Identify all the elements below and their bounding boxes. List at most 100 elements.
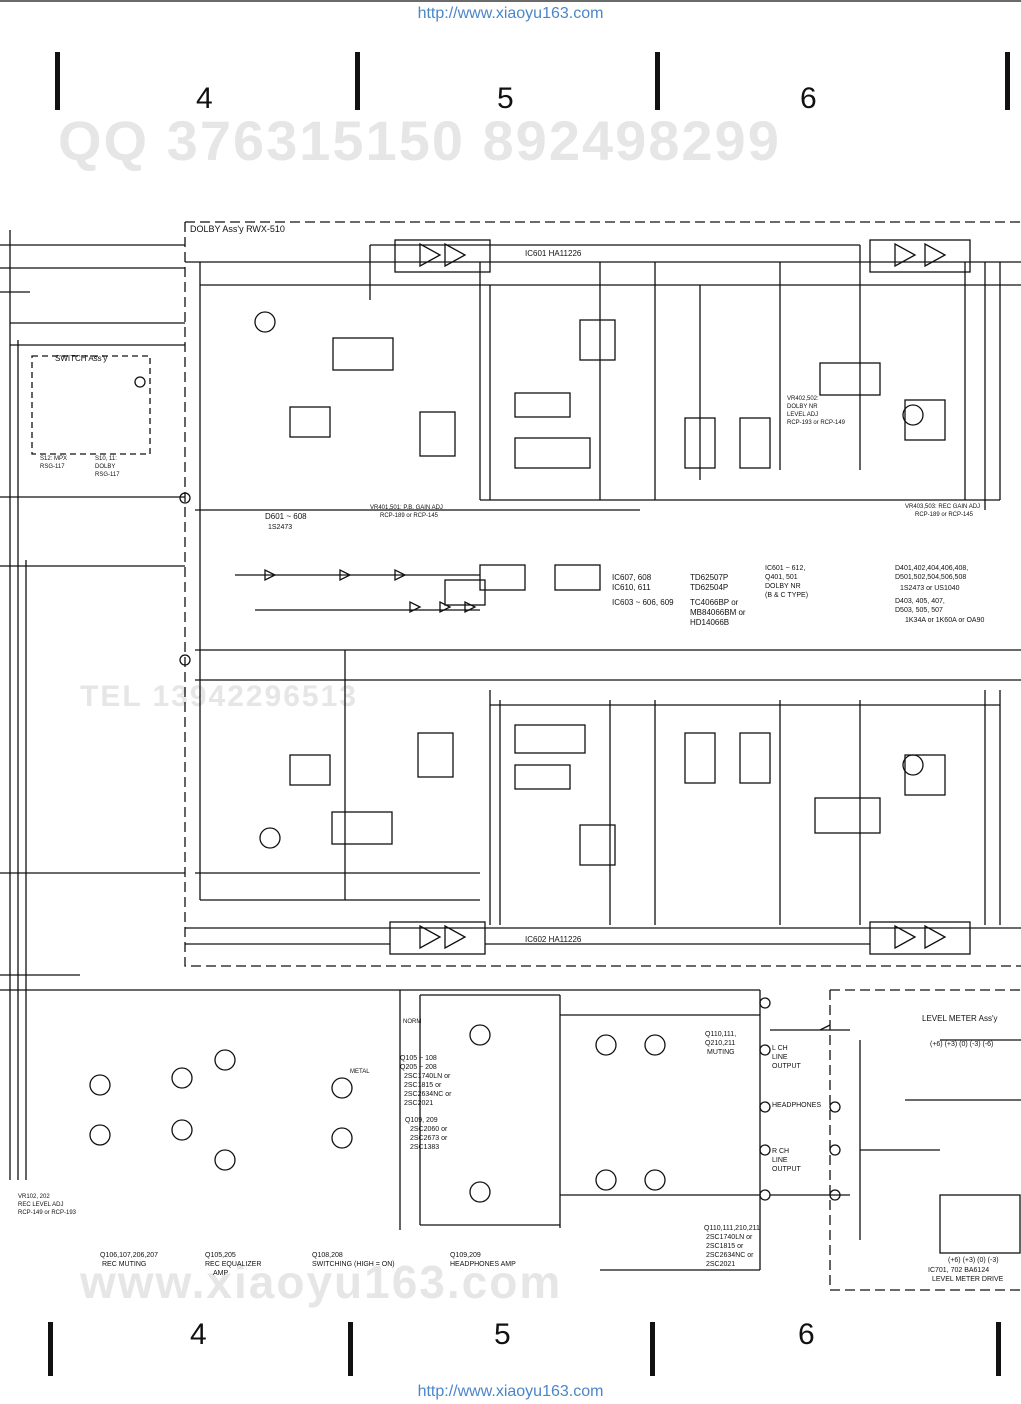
muting-label: MUTING bbox=[707, 1049, 735, 1056]
s10-label: S10, 11: bbox=[95, 456, 117, 462]
lch-output: OUTPUT bbox=[772, 1063, 802, 1070]
ic-table-r1-right: TD62507P bbox=[690, 573, 728, 582]
lch-line: LINE bbox=[772, 1054, 788, 1061]
watermark-site: www.xiaoyu163.com bbox=[80, 1256, 563, 1308]
cap-switching: Q108,208 bbox=[312, 1252, 343, 1259]
vr102-l2: REC LEVEL ADJ bbox=[18, 1202, 63, 1208]
grid-tick bbox=[996, 1322, 1001, 1376]
column-number: 5 bbox=[497, 82, 514, 115]
ic-dolby-l2: Q401, 501 bbox=[765, 574, 798, 581]
watermark-tel: TEL 13942296513 bbox=[80, 680, 358, 713]
level-meter-scale-bot: (+6) (+3) (0) (-3) bbox=[948, 1257, 999, 1264]
vr402-l2: LEVEL ADJ bbox=[787, 412, 818, 418]
cap-rec-muting: Q106,107,206,207 bbox=[100, 1252, 158, 1259]
s12-label: S12: MPX bbox=[40, 456, 67, 462]
column-number: 6 bbox=[798, 1318, 815, 1351]
grid-tick bbox=[655, 52, 660, 110]
vr401-label: VR401,501: P.B. GAIN ADJ bbox=[370, 505, 443, 511]
cap-switching-b: SWITCHING (HIGH = ON) bbox=[312, 1261, 395, 1268]
grid-tick bbox=[348, 1322, 353, 1376]
q105-label: Q105 ~ 108 bbox=[400, 1055, 437, 1062]
diodes-l6: 1K34A or 1K60A or OA90 bbox=[905, 617, 984, 624]
column-number: 4 bbox=[190, 1318, 207, 1351]
lch-label: L CH bbox=[772, 1045, 788, 1052]
rch-output: OUTPUT bbox=[772, 1166, 802, 1173]
d601-label: D601 ~ 608 bbox=[265, 512, 307, 521]
diodes-l3: 1S2473 or US1040 bbox=[900, 585, 960, 592]
level-meter-title: LEVEL METER Ass'y bbox=[922, 1014, 997, 1023]
grid-tick bbox=[650, 1322, 655, 1376]
norm-label: NORM bbox=[403, 1019, 421, 1025]
vr403-part: RCP-189 or RCP-145 bbox=[915, 512, 974, 518]
trans-t3: 2SC2634NC or bbox=[404, 1091, 452, 1098]
vr402-label: VR402,502: bbox=[787, 396, 819, 402]
watermark-url-top: http://www.xiaoyu163.com bbox=[417, 5, 604, 22]
ic602-label: IC602 HA11226 bbox=[525, 935, 582, 944]
trans-t4: 2SC2021 bbox=[404, 1100, 433, 1107]
ic-table-r2-right: TD62504P bbox=[690, 583, 728, 592]
rch-label: R CH bbox=[772, 1148, 789, 1155]
vr102-label: VR102, 202 bbox=[18, 1194, 50, 1200]
s10-part: RSG-117 bbox=[95, 472, 120, 478]
grid-tick bbox=[1005, 52, 1010, 110]
ic-table-r3-left: IC603 ~ 606, 609 bbox=[612, 598, 674, 607]
cap-rec-eq-c: AMP bbox=[213, 1270, 229, 1277]
cap-hp-amp: Q109,209 bbox=[450, 1252, 481, 1259]
grid-tick bbox=[55, 52, 60, 110]
q110b-l2: 2SC1740LN or bbox=[706, 1234, 753, 1241]
q110-label-2: Q210,211 bbox=[705, 1040, 735, 1047]
grid-tick bbox=[48, 1322, 53, 1376]
q110b-l3: 2SC1815 or bbox=[706, 1243, 744, 1250]
cap-rec-eq: Q105,205 bbox=[205, 1252, 236, 1259]
diodes-l2: D501,502,504,506,508 bbox=[895, 574, 966, 581]
vr403-label: VR403,503: REC GAIN ADJ bbox=[905, 504, 980, 510]
ic-table-r2-left: IC610, 611 bbox=[612, 583, 651, 592]
cap-rec-muting-b: REC MUTING bbox=[102, 1261, 146, 1268]
column-number: 6 bbox=[800, 82, 817, 115]
level-meter-scale-top: (+6) (+3) (0) (-3) (-6) bbox=[930, 1041, 993, 1048]
ic-dolby-l4: (B & C TYPE) bbox=[765, 592, 808, 599]
switch-assy-label: SWITCH Ass'y bbox=[55, 354, 107, 363]
q110b-l5: 2SC2021 bbox=[706, 1261, 735, 1268]
grid-tick bbox=[355, 52, 360, 110]
q110-label: Q110,111, bbox=[705, 1031, 736, 1038]
ic601-label: IC601 HA11226 bbox=[525, 249, 582, 258]
watermark-url-bottom: http://www.xiaoyu163.com bbox=[417, 1383, 604, 1400]
cap-rec-eq-b: REC EQUALIZER bbox=[205, 1261, 261, 1268]
ic-dolby-l3: DOLBY NR bbox=[765, 583, 801, 590]
diodes-l4: D403, 405, 407, bbox=[895, 598, 945, 605]
trans-t2: 2SC1815 or bbox=[404, 1082, 442, 1089]
q109-label: Q109, 209 bbox=[405, 1117, 438, 1124]
ic-table-r4-right: MB84066BM or bbox=[690, 608, 746, 617]
q110b-l1: Q110,111,210,211 bbox=[704, 1225, 760, 1232]
ic-dolby-l1: IC601 ~ 612, bbox=[765, 565, 805, 572]
ic-table-r1-left: IC607, 608 bbox=[612, 573, 652, 582]
cap-hp-amp-b: HEADPHONES AMP bbox=[450, 1261, 516, 1268]
dolby-assy-title: DOLBY Ass'y RWX-510 bbox=[190, 224, 285, 234]
diodes-l1: D401,402,404,406,408, bbox=[895, 565, 968, 572]
column-number: 4 bbox=[196, 82, 213, 115]
watermark-qq: QQ 376315150 892498299 bbox=[58, 109, 781, 172]
vr401-part: RCP-189 or RCP-145 bbox=[380, 513, 439, 519]
vr102-l3: RCP-149 or RCP-193 bbox=[18, 1210, 77, 1216]
level-meter-sub: LEVEL METER DRIVE bbox=[932, 1276, 1004, 1283]
metal-label: METAL bbox=[350, 1069, 370, 1075]
q109-t3: 2SC1383 bbox=[410, 1144, 439, 1151]
q109-t1: 2SC2060 or bbox=[410, 1126, 448, 1133]
q110b-l4: 2SC2634NC or bbox=[706, 1252, 754, 1259]
column-number: 5 bbox=[494, 1318, 511, 1351]
q109-t2: 2SC2673 or bbox=[410, 1135, 448, 1142]
vr402-l1: DOLBY NR bbox=[787, 404, 818, 410]
trans-t1: 2SC1740LN or bbox=[404, 1073, 451, 1080]
ic-table-r5-right: HD14066B bbox=[690, 618, 729, 627]
diodes-l5: D503, 505, 507 bbox=[895, 607, 943, 614]
s10-dolby: DOLBY bbox=[95, 464, 115, 470]
headphones-label: HEADPHONES bbox=[772, 1102, 821, 1109]
s12-part: RSG-117 bbox=[40, 464, 65, 470]
vr402-part: RCP-193 or RCP-149 bbox=[787, 420, 846, 426]
level-meter-ic: IC701, 702 BA6124 bbox=[928, 1267, 989, 1274]
ic-table-r3-right: TC4066BP or bbox=[690, 598, 739, 607]
d601-part: 1S2473 bbox=[268, 524, 292, 531]
